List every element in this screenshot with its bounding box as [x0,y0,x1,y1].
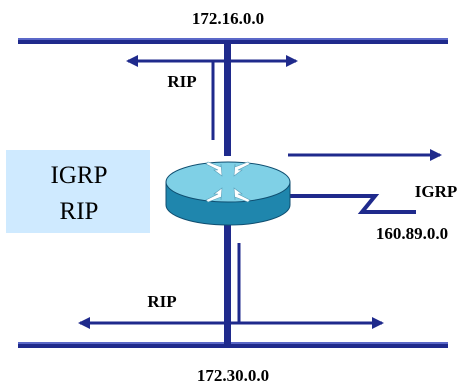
box-igrp-label: IGRP [51,162,108,189]
serial-link [283,194,416,214]
router-icon [165,161,291,226]
bottom-rip-label: RIP [147,292,176,311]
top-network-line [18,38,448,44]
right-igrp-label: IGRP [415,182,458,201]
box-rip-label: RIP [60,198,99,225]
bottom-rip-arrow [78,243,384,329]
top-network-label: 172.16.0.0 [192,9,264,28]
top-vertical-link [224,40,231,156]
top-rip-arrow [126,55,298,140]
bottom-vertical-link [224,222,231,344]
right-network-label: 160.89.0.0 [376,224,448,243]
bottom-network-label: 172.30.0.0 [197,366,269,385]
bottom-network-line [18,342,448,348]
top-rip-label: RIP [167,72,196,91]
routing-protocols-box [6,150,150,233]
